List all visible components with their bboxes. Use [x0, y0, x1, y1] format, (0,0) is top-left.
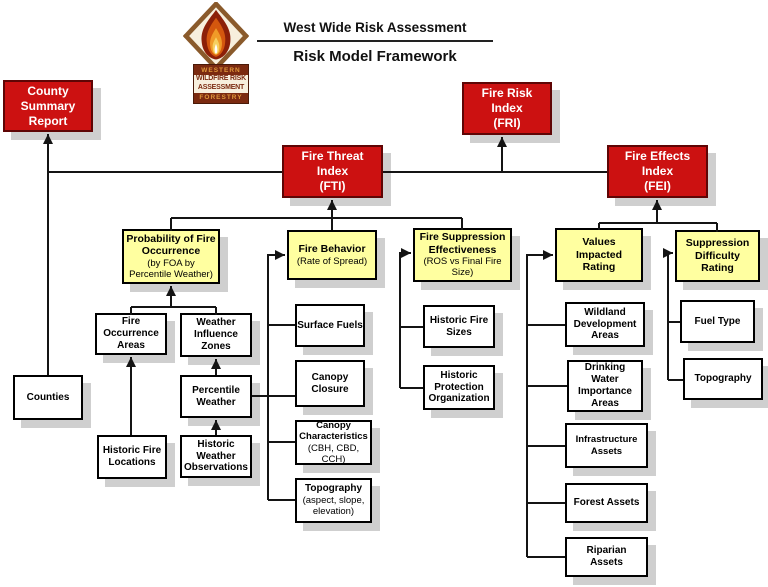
node-riparian-assets: Riparian Assets — [565, 537, 648, 577]
node-title: Fire Risk Index (FRI) — [481, 86, 533, 130]
node-fire-risk-index: Fire Risk Index (FRI) — [462, 82, 552, 135]
node-title: Forest Assets — [573, 497, 640, 509]
node-title: Probability of Fire Occurrence — [126, 232, 216, 258]
logo-line-forestry: FORESTRY — [194, 92, 248, 103]
node-title: Fire Behavior — [298, 243, 366, 256]
node-title: Fire Suppression Effectiveness — [419, 231, 506, 256]
node-title: Fire Threat Index (FTI) — [301, 149, 364, 193]
node-title: Historic Protection Organization — [428, 369, 490, 405]
node-topography-suppression: Topography — [683, 358, 763, 400]
node-subtitle: (ROS vs Final Fire Size) — [423, 256, 502, 279]
node-historic-protection-organization: Historic Protection Organization — [423, 365, 495, 410]
node-title: Canopy Characteristics — [299, 420, 368, 443]
node-county-summary-report: County Summary Report — [3, 80, 93, 132]
node-title: Weather Influence Zones — [194, 317, 238, 352]
node-title: Wildland Development Areas — [573, 306, 637, 342]
framework-title: Risk Model Framework — [293, 48, 457, 65]
node-title: Percentile Weather — [192, 384, 240, 408]
flame-diamond-icon — [183, 2, 249, 70]
node-title: Infrastructure Assets — [575, 434, 638, 457]
node-fire-occurrence-areas: Fire Occurrence Areas — [95, 313, 167, 355]
node-fire-threat-index: Fire Threat Index (FTI) — [282, 145, 383, 198]
title-underline — [257, 40, 493, 42]
node-subtitle: (by FOA by Percentile Weather) — [129, 257, 213, 280]
node-subtitle: (Rate of Spread) — [296, 255, 368, 267]
node-drinking-water-importance-areas: Drinking Water Importance Areas — [567, 360, 643, 412]
node-title: Surface Fuels — [297, 319, 363, 331]
node-title: Historic Fire Locations — [102, 445, 162, 468]
node-title: Suppression Difficulty Rating — [685, 237, 750, 275]
node-fuel-type: Fuel Type — [680, 300, 755, 343]
node-counties: Counties — [13, 375, 83, 420]
node-fire-effects-index: Fire Effects Index (FEI) — [607, 145, 708, 198]
node-infrastructure-assets: Infrastructure Assets — [565, 423, 648, 468]
node-title: Fire Occurrence Areas — [103, 316, 159, 351]
node-title: Fire Effects Index (FEI) — [624, 149, 691, 193]
node-title: Riparian Assets — [586, 545, 627, 568]
node-title: Historic Weather Observations — [184, 438, 248, 474]
node-canopy-characteristics: Canopy Characteristics (CBH, CBD, CCH) — [295, 420, 372, 465]
node-fire-behavior: Fire Behavior (Rate of Spread) — [287, 230, 377, 280]
node-wildland-development-areas: Wildland Development Areas — [565, 302, 645, 347]
node-title: Counties — [26, 391, 70, 403]
logo-line-assessment: ASSESSMENT — [197, 83, 245, 91]
logo-line-western: WESTERN — [194, 65, 248, 75]
node-title: Historic Fire Sizes — [429, 314, 489, 338]
node-historic-fire-sizes: Historic Fire Sizes — [423, 305, 495, 348]
program-title: West Wide Risk Assessment — [283, 20, 467, 35]
node-probability-of-fire-occurrence: Probability of Fire Occurrence (by FOA b… — [122, 229, 220, 284]
node-title: Drinking Water Importance Areas — [578, 362, 632, 409]
node-historic-weather-observations: Historic Weather Observations — [180, 435, 252, 478]
node-canopy-closure: Canopy Closure — [295, 360, 365, 407]
node-title: Topography — [694, 373, 752, 385]
node-surface-fuels: Surface Fuels — [295, 304, 365, 347]
node-values-impacted-rating: Values Impacted Rating — [555, 228, 643, 282]
node-subtitle: (aspect, slope, elevation) — [302, 495, 365, 518]
node-title: Topography — [304, 483, 363, 495]
node-title: Fuel Type — [694, 315, 741, 327]
node-percentile-weather: Percentile Weather — [180, 375, 252, 418]
node-title: Values Impacted Rating — [575, 236, 623, 274]
node-forest-assets: Forest Assets — [565, 483, 648, 523]
node-fire-suppression-effectiveness: Fire Suppression Effectiveness (ROS vs F… — [413, 228, 512, 282]
logo-line-wildfire-risk: WILDFIRE RISK — [196, 75, 246, 82]
node-historic-fire-locations: Historic Fire Locations — [97, 435, 167, 479]
node-title: Canopy Closure — [311, 371, 349, 395]
logo-wordmark: WESTERN WILDFIRE RISK ASSESSMENT FORESTR… — [193, 64, 249, 104]
node-topography-fire-behavior: Topography (aspect, slope, elevation) — [295, 478, 372, 523]
node-subtitle: (CBH, CBD, CCH) — [307, 442, 360, 465]
wwra-logo: WESTERN WILDFIRE RISK ASSESSMENT FORESTR… — [183, 2, 249, 104]
node-weather-influence-zones: Weather Influence Zones — [180, 313, 252, 357]
node-title: County Summary Report — [20, 83, 76, 128]
node-suppression-difficulty-rating: Suppression Difficulty Rating — [675, 230, 760, 282]
